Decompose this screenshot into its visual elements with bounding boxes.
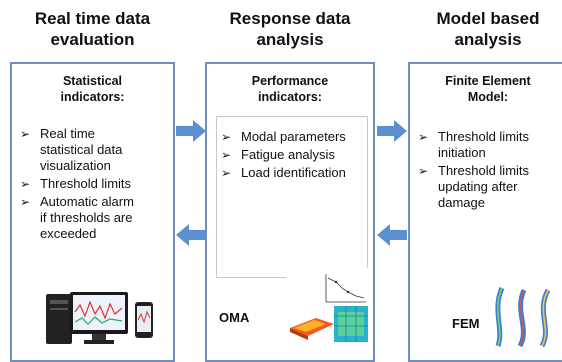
bullet-arrow-icon: ➢ <box>20 177 31 191</box>
column-title-model: Model based analysis <box>408 8 562 50</box>
list-item: ➢ Modal parameters <box>219 129 367 145</box>
arrow-left-icon <box>377 224 407 246</box>
bullet-arrow-icon: ➢ <box>418 164 429 178</box>
arrow-right-icon <box>377 120 407 142</box>
heading-line: Performance <box>251 74 329 88</box>
column-title-response: Response data analysis <box>205 8 375 50</box>
panel-heading: Statistical indicators: <box>12 73 173 105</box>
list-item: ➢ Threshold limits <box>18 176 173 192</box>
arrow-left-icon <box>176 224 206 246</box>
item-line: damage <box>438 195 485 210</box>
title-line: Real time data <box>34 9 151 28</box>
panel-realtime: Statistical indicators: ➢ Real time stat… <box>10 62 175 362</box>
title-line: Response data <box>229 9 351 28</box>
bullet-arrow-icon: ➢ <box>221 148 232 162</box>
column-title-realtime: Real time data evaluation <box>10 8 175 50</box>
bullet-arrow-icon: ➢ <box>20 127 31 141</box>
item-line: Threshold limits <box>438 163 530 178</box>
item-line: Real time <box>40 126 95 141</box>
item-line: Modal parameters <box>241 129 346 144</box>
finite-element-model-icon <box>490 284 562 348</box>
list-item: ➢ Load identification <box>219 165 367 181</box>
list-item: ➢ Threshold limits initiation <box>416 129 562 161</box>
title-line: analysis <box>454 30 522 49</box>
title-line: Model based <box>436 9 540 28</box>
heading-line: Statistical <box>62 74 123 88</box>
bullet-arrow-icon: ➢ <box>221 166 232 180</box>
list-item: ➢ Real time statistical data visualizati… <box>18 126 173 174</box>
item-line: if thresholds are <box>40 210 133 225</box>
bullet-list: ➢ Modal parameters ➢ Fatigue analysis ➢ … <box>219 129 367 181</box>
item-line: visualization <box>40 158 111 173</box>
bullet-list: ➢ Real time statistical data visualizati… <box>18 126 173 242</box>
item-line: exceeded <box>40 226 97 241</box>
bullet-arrow-icon: ➢ <box>418 130 429 144</box>
item-line: updating after <box>438 179 518 194</box>
item-line: Automatic alarm <box>40 194 134 209</box>
item-line: Threshold limits <box>438 129 530 144</box>
modal-analysis-plot-icon <box>286 268 370 348</box>
heading-line: Finite Element <box>445 74 531 88</box>
list-item: ➢ Automatic alarm if thresholds are exce… <box>18 194 173 242</box>
list-item: ➢ Threshold limits updating after damage <box>416 163 562 211</box>
panel-heading: Finite Element Model: <box>410 73 562 105</box>
item-line: statistical data <box>40 142 123 157</box>
list-item: ➢ Fatigue analysis <box>219 147 367 163</box>
heading-line: indicators: <box>258 90 322 104</box>
panel-heading: Performance indicators: <box>207 73 373 105</box>
indicator-box: ➢ Modal parameters ➢ Fatigue analysis ➢ … <box>216 116 368 278</box>
title-line: analysis <box>256 30 324 49</box>
fem-label: FEM <box>452 316 480 331</box>
bullet-arrow-icon: ➢ <box>20 195 31 209</box>
item-line: Load identification <box>241 165 346 180</box>
computer-monitor-icon <box>46 292 153 344</box>
heading-line: indicators: <box>60 90 125 104</box>
item-line: Threshold limits <box>40 176 132 191</box>
oma-label: OMA <box>219 310 250 325</box>
title-line: evaluation <box>50 30 135 49</box>
item-line: Fatigue analysis <box>241 147 335 162</box>
bullet-arrow-icon: ➢ <box>221 130 232 144</box>
arrow-right-icon <box>176 120 206 142</box>
heading-line: Model: <box>467 90 509 104</box>
item-line: initiation <box>438 145 486 160</box>
bullet-list: ➢ Threshold limits initiation ➢ Threshol… <box>416 129 562 211</box>
